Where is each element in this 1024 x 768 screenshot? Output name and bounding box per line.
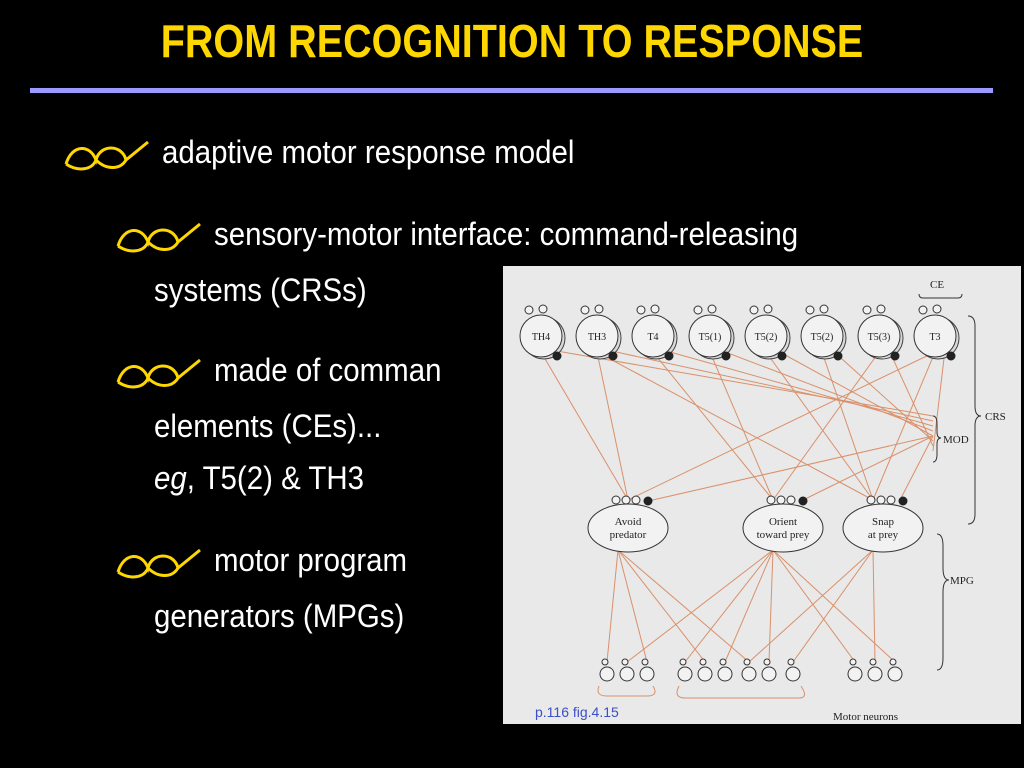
crs-label: CRS [985,411,1006,423]
cell-label: T5(2) [755,332,778,343]
ce-bracket [918,293,963,299]
eyeglasses-icon [116,358,201,388]
mpg-label-line2: at prey [868,529,899,541]
bullet-2-line-2: systems (CRSs) [154,272,367,308]
mod-label: MOD [943,434,969,446]
motor-neuron [741,658,757,682]
mpg-label-line1: Avoid [615,516,642,528]
crs-bracket [967,315,982,525]
bullet-3-continuation: elements (CEs)... [154,408,401,445]
eyeglasses-icon [116,548,201,578]
motor-neuron [867,658,883,682]
figure-caption: p.116 fig.4.15 [535,704,619,720]
cell-6: T5(2) [800,304,847,361]
cell-8: T3 [913,304,960,361]
connection-lines [540,349,946,699]
bullet-3-example-text: , T5(2) & TH3 [186,460,364,496]
bullet-4: motor program [114,542,424,580]
cell-1: TH4 [519,304,566,361]
motor-neuron [697,658,713,682]
slide-title: FROM RECOGNITION TO RESPONSE [160,15,864,67]
bullet-1-text: adaptive motor response model [162,134,575,170]
sensory-cells: TH4 TH3 T4 T5(1) T5(2) T5(2) T5(3) T3 [519,304,960,361]
bullet-2-text: sensory-motor interface: command-releasi… [214,216,799,252]
motor-neuron [887,658,903,682]
cell-3: T4 [631,304,678,361]
eyeglasses-icon [116,222,201,252]
motor-neurons-label: Motor neurons [833,711,898,723]
mpg-label: MPG [950,575,974,587]
cell-label: T5(1) [699,332,722,343]
cell-label: TH3 [588,332,606,343]
neural-diagram: TH4 TH3 T4 T5(1) T5(2) T5(2) T5(3) T3 Avoidpred… [519,279,1006,723]
bullet-3-example-italic: eg [154,460,187,496]
cell-label: TH4 [532,332,550,343]
mpg-label-line1: Snap [872,516,895,528]
cell-label: T5(2) [811,332,834,343]
bullet-4-line-2: generators (MPGs) [154,598,405,634]
bullet-2: sensory-motor interface: command-releasi… [114,216,849,254]
bullet-2-continuation: systems (CRSs) [154,272,385,309]
bullet-4-continuation: generators (MPGs) [154,598,426,635]
motor-neuron [639,658,655,682]
cell-label: T4 [647,332,658,343]
motor-neuron [717,658,733,682]
ce-label: CE [930,279,944,291]
eyeglasses-icon [64,140,149,170]
motor-neuron [599,658,615,682]
cell-7: T5(3) [857,304,904,361]
bullet-3: made of comman [114,352,461,390]
mpg-label-line1: Orient [769,516,797,528]
motor-neuron [677,658,693,682]
mpg-label-line2: toward prey [757,529,810,541]
motor-neuron [847,658,863,682]
cell-5: T5(2) [744,304,791,361]
motor-neuron [761,658,777,682]
bullet-3-example: eg, T5(2) & TH3 [154,460,382,497]
cell-label: T3 [929,332,940,343]
mpg-label-line2: predator [610,529,647,541]
mod-bracket [932,415,942,463]
mpg-bracket [936,533,950,671]
motor-neurons [599,658,903,682]
bullet-1: adaptive motor response model [62,134,610,172]
cell-label: T5(3) [868,332,891,343]
title-divider [30,88,993,93]
bullet-4-text: motor program [214,542,408,578]
bullet-3-text: made of comman [214,352,442,388]
motor-neuron [785,658,801,682]
cell-2: TH3 [575,304,622,361]
bullet-3-line-2: elements (CEs)... [154,408,382,444]
motor-neuron [619,658,635,682]
cell-4: T5(1) [688,304,735,361]
